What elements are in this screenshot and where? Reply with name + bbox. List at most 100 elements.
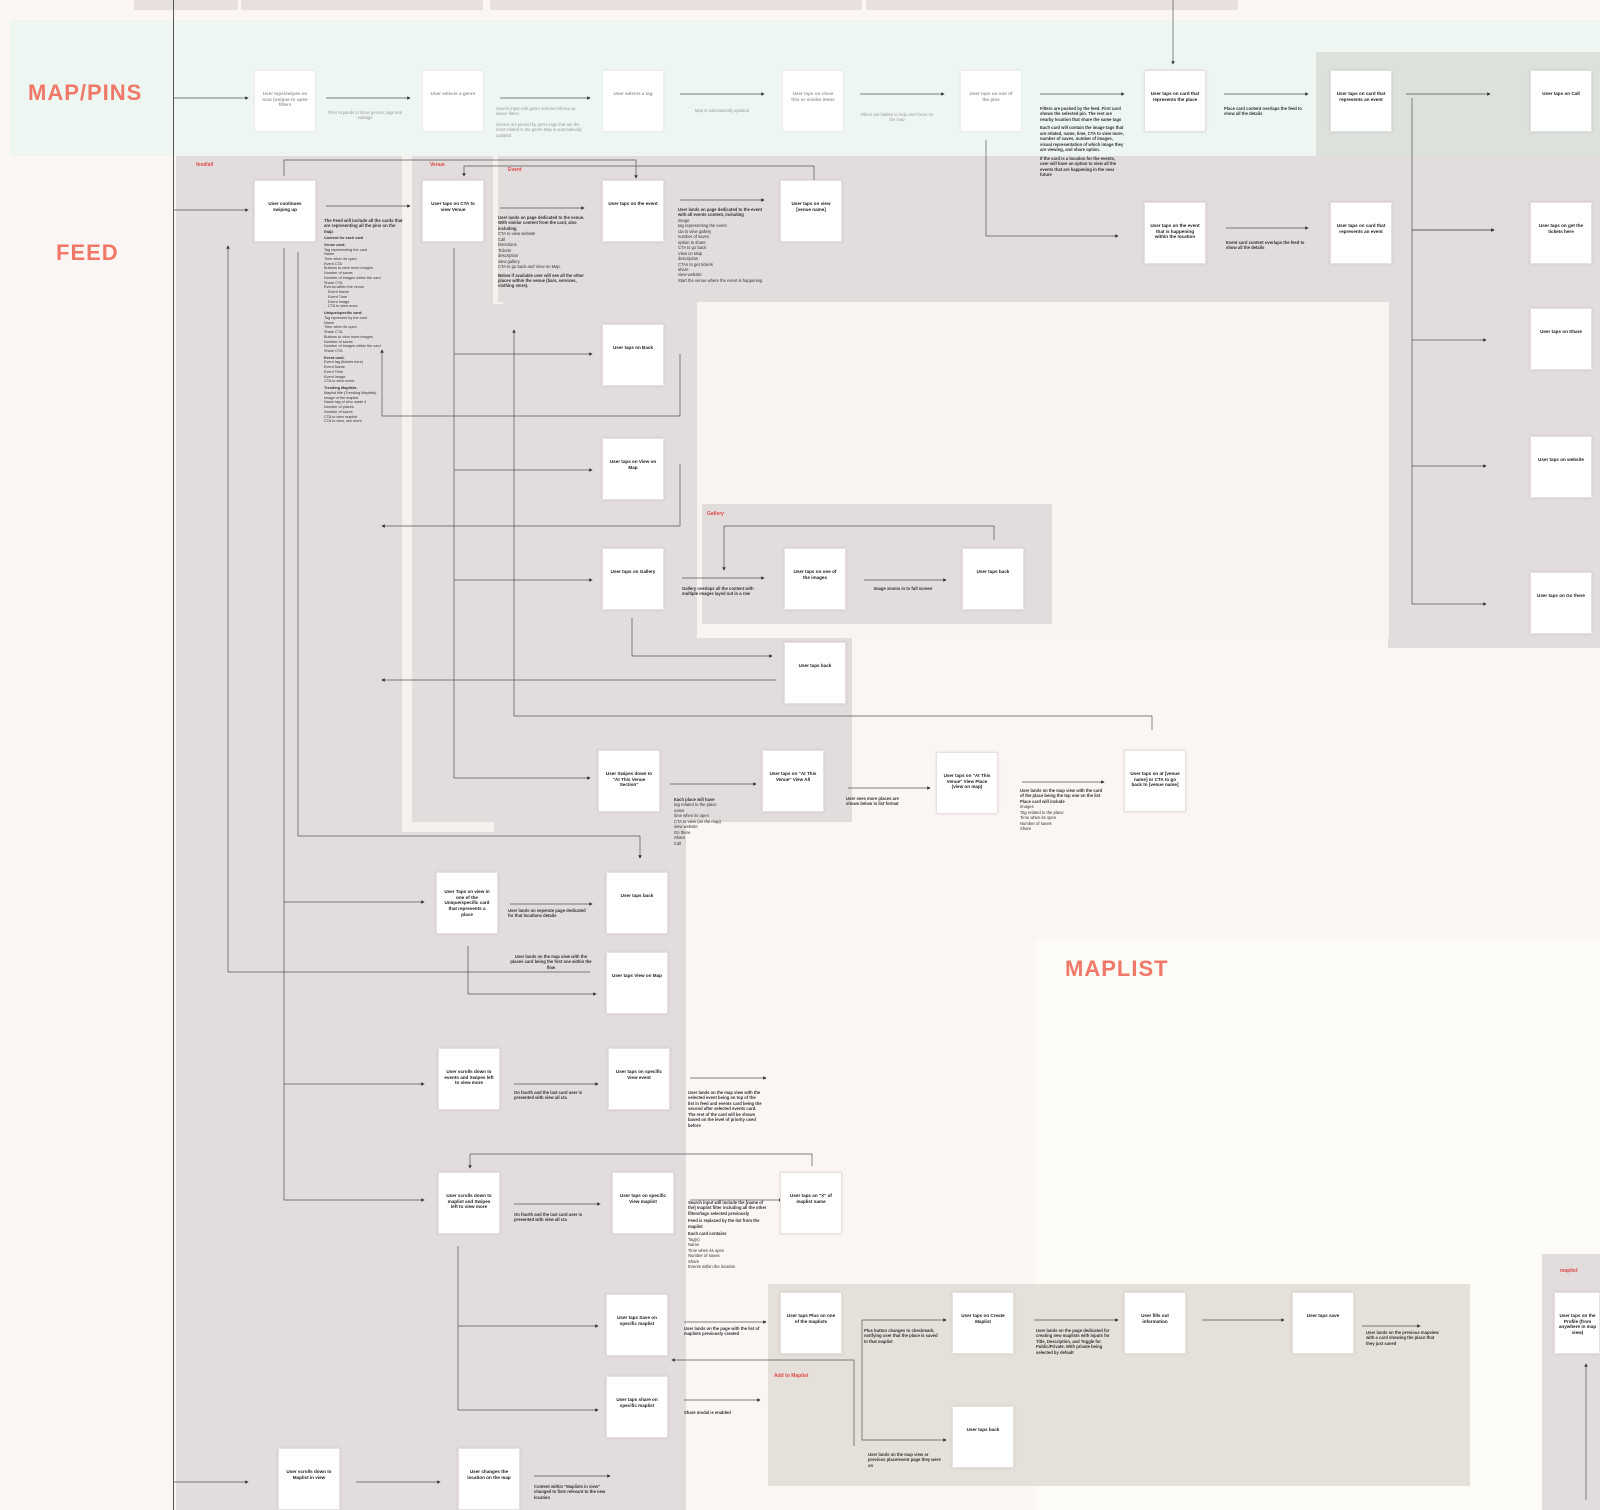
step-tap-place-card: User taps on card that represents the pl… xyxy=(1144,70,1206,132)
lane-divider-line xyxy=(173,0,174,1510)
note-filter-expands: Filter expands to show genres, tags and … xyxy=(327,110,403,121)
top-header-strip-2 xyxy=(241,0,483,10)
conn-v9-loop xyxy=(512,329,1153,730)
tag-venue: Venue xyxy=(430,162,445,168)
note-map-view-place-card: User lands on the map view with the card… xyxy=(1020,788,1103,832)
step-tap-x-maplist: User taps an "X" of maplist name xyxy=(780,1172,842,1234)
step-tap-save: User taps save xyxy=(1292,1292,1354,1354)
step-tap-create-maplist: User taps on Create Maplist xyxy=(952,1292,1014,1354)
step-change-location: User changes the location on the map xyxy=(458,1448,520,1510)
step-tap-call: User taps on Call xyxy=(1530,70,1592,132)
note-filters-pushed: Filters are pushed by the feed. First ca… xyxy=(1040,106,1124,177)
tag-maplist: maplist xyxy=(1560,1268,1578,1274)
tag-feed-all: feed/all xyxy=(196,162,214,168)
conn-f7-f11 xyxy=(457,1326,599,1412)
note-plus-checkmark: Plus button changes to checkmark, notify… xyxy=(864,1328,938,1344)
lane-label-feed: FEED xyxy=(56,240,119,265)
conn-feed-f5 xyxy=(283,902,425,1086)
note-maplists-page: User lands on the page with the list of … xyxy=(684,1326,760,1337)
step-scroll-events: User scrolls down to events and Swipes l… xyxy=(438,1048,500,1110)
lane-label-maplist: MAPLIST xyxy=(1065,956,1169,981)
step-tap-image: User taps on one of the images xyxy=(784,548,846,610)
tag-add-to-maplist: Add to Maplist xyxy=(774,1373,809,1379)
top-header-strip-1 xyxy=(134,0,238,10)
note-list-format: User sees more places are shown below in… xyxy=(846,796,899,807)
conn-v1-v6 xyxy=(453,580,591,780)
note-back-map-view: User lands on the map view or previous p… xyxy=(868,1452,941,1468)
tag-event: Event xyxy=(508,167,522,173)
conn-r-share xyxy=(1411,230,1487,342)
note-image-zooms: Image zooms in to full screen xyxy=(873,586,933,591)
conn-a5-out xyxy=(671,1358,855,1446)
conn-m5-p1 xyxy=(985,140,1119,238)
step-get-tickets: User taps on get the tickets here xyxy=(1530,202,1592,264)
step-tap-event-card-2: User taps on card that represents an eve… xyxy=(1330,202,1392,264)
conn-v4-v5 xyxy=(631,618,773,658)
conn-r-call xyxy=(1411,98,1495,232)
note-event-card-overlaps: Event card content overlaps the feed to … xyxy=(1226,240,1305,251)
conn-r-web xyxy=(1411,340,1487,468)
step-tap-view-event: User taps on specific View event xyxy=(608,1048,670,1110)
step-fill-info: User fills out information xyxy=(1124,1292,1186,1354)
note-map-places-card: User lands on the map view with the plac… xyxy=(510,954,592,970)
step-tap-plus-maplist: User taps Plus on one of the maplists xyxy=(780,1292,842,1354)
step-at-this-venue-view-place: User taps on "At This Venue" View Place … xyxy=(936,752,998,814)
step-continue-swiping: User continues swiping up xyxy=(254,180,316,242)
conn-r-go xyxy=(1411,466,1487,606)
note-previous-mapview: User lands on the previous mapview with … xyxy=(1366,1330,1439,1346)
top-header-strip-4 xyxy=(866,0,1238,10)
note-event-page: User lands on page dedicated to the even… xyxy=(678,207,763,283)
step-select-genre: User selects a genre xyxy=(422,70,484,132)
note-filters-hidden: Filters are hidden to help user focus on… xyxy=(860,112,934,123)
conn-feed-f3 xyxy=(297,252,642,859)
step-tap-gallery: User taps on Gallery xyxy=(602,548,664,610)
step-swipe-at-this-venue: User Swipes down to "At This Venue Secti… xyxy=(598,750,660,812)
note-place-card-overlaps: Place card content overlaps the feed to … xyxy=(1224,106,1302,117)
step-tap-at-venue-name: User taps on at [venue name] or CTA to g… xyxy=(1124,750,1186,812)
step-tap-pin: User taps on one of the pins xyxy=(960,70,1022,132)
step-tap-view-on-map: User taps on View on Map xyxy=(602,438,664,500)
step-at-this-venue-view-all: User taps on "At This Venue" View All xyxy=(762,750,824,812)
conn-f1-top xyxy=(283,159,638,179)
step-tap-share-maplist: User taps share on specific maplist xyxy=(606,1376,668,1438)
step-tap-back-venue-2: User taps back xyxy=(784,642,846,704)
conn-v1-v3 xyxy=(453,354,593,472)
conn-a1-a5 xyxy=(861,1320,947,1442)
top-header-strip-3 xyxy=(490,0,862,10)
note-map-updated: Map is automatically updated xyxy=(694,108,750,113)
lane-label-map-pins: MAP/PINS xyxy=(28,80,143,105)
note-separate-page: User lands on seperate page dedicated fo… xyxy=(508,908,586,919)
note-share-modal: Share modal is enabled xyxy=(684,1410,731,1415)
tag-gallery: Gallery xyxy=(707,511,724,517)
step-select-tag: User selects a tag xyxy=(602,70,664,132)
step-tap-save-maplist: User taps Save on specific maplist xyxy=(606,1294,668,1356)
note-maplist-search: Search input will include the [name of t… xyxy=(688,1200,767,1269)
note-venue-page: User lands on page dedicated to the venu… xyxy=(498,215,585,289)
note-create-maplist-page: User lands on the page dedicated for cre… xyxy=(1036,1328,1110,1355)
note-maplists-in-view: Content within "Maplists in view" change… xyxy=(534,1484,606,1500)
step-tap-share: User taps on Share xyxy=(1530,308,1592,370)
note-fourth-card-maplist: On fourth and the last card user is pres… xyxy=(514,1212,583,1223)
step-tap-view-maplist: User taps on specific View maplist xyxy=(612,1172,674,1234)
step-scroll-maplist: User scrolls down to maplist and Swipes … xyxy=(438,1172,500,1234)
conn-v1-v4 xyxy=(453,470,593,582)
note-each-place: Each place will have tag related to the … xyxy=(674,797,721,846)
conn-feed-f7 xyxy=(283,1084,425,1202)
step-close-items: User taps on close this or similar items xyxy=(782,70,844,132)
note-genres-pinned: Genres are pinned by genre tags that are… xyxy=(496,122,582,138)
note-search-input: Search input with genre selected shows u… xyxy=(496,106,576,117)
step-tap-unique-card: User Taps on view in one of the Unique/s… xyxy=(436,872,498,934)
step-tap-go-there: User taps on Go there xyxy=(1530,572,1592,634)
step-tap-event-card: User taps on card that represents an eve… xyxy=(1330,70,1392,132)
conn-g2-loop xyxy=(722,525,995,571)
step-tap-event-in-location: User taps on the event that is happening… xyxy=(1144,202,1206,264)
conn-f7-f10 xyxy=(457,1246,599,1328)
step-tap-cta-view-venue: User taps on CTA to view Venue xyxy=(422,180,484,242)
conn-f2-f4 xyxy=(467,946,597,996)
conn-f4-feed xyxy=(226,245,590,973)
step-scroll-maplist-in-view: User scrolls down to Maplist in view xyxy=(278,1448,340,1510)
step-tap-view-on-map-feed: User taps View on Map xyxy=(606,952,668,1014)
step-tap-profile: User taps on the Profile (from anywhere … xyxy=(1554,1292,1600,1354)
note-fourth-card-events: On fourth and the last card user is pres… xyxy=(514,1090,583,1101)
